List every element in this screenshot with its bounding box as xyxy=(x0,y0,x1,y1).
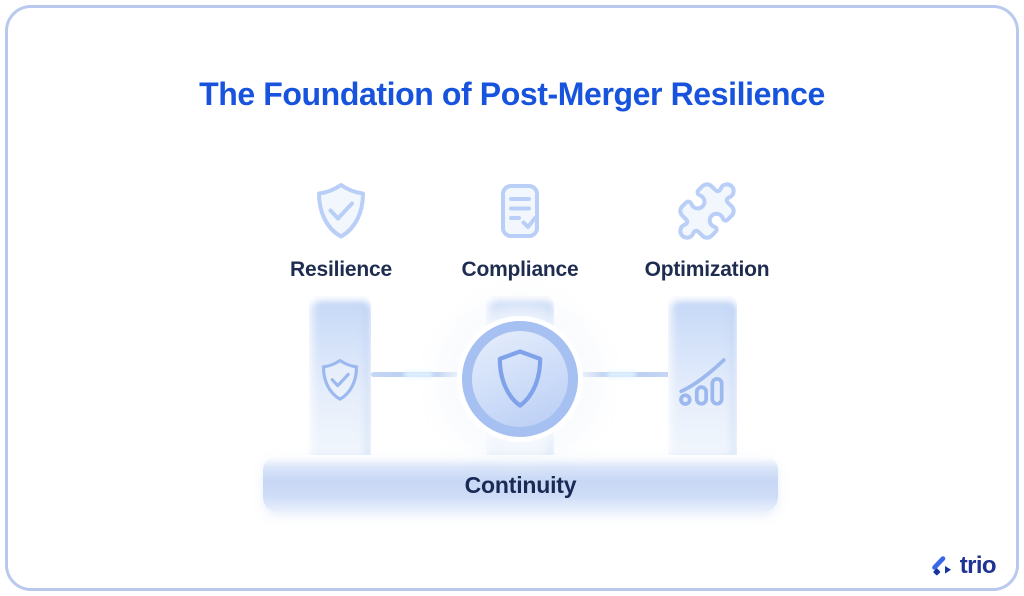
brand-wordmark: trio xyxy=(959,552,997,579)
foundation-label: Continuity xyxy=(464,472,577,498)
feature-column-resilience: Resilience xyxy=(236,176,446,282)
feature-label-resilience: Resilience xyxy=(290,258,392,281)
shield-check-icon xyxy=(309,176,373,246)
document-check-icon xyxy=(488,176,552,246)
puzzle-icon xyxy=(675,176,739,246)
pillar-resilience xyxy=(309,296,371,458)
brand-logo: trio xyxy=(930,552,997,580)
foundation-base: Continuity xyxy=(263,455,778,512)
central-shield-emblem xyxy=(462,321,578,437)
feature-label-compliance: Compliance xyxy=(461,258,579,281)
connector-line-right xyxy=(573,372,670,377)
connector-line-left xyxy=(371,372,466,377)
shield-check-icon xyxy=(316,356,364,404)
trio-logomark-icon xyxy=(930,554,953,579)
shield-icon xyxy=(497,349,543,408)
growth-chart-icon xyxy=(676,356,730,410)
feature-column-compliance: Compliance xyxy=(415,176,625,282)
feature-label-optimization: Optimization xyxy=(644,258,770,281)
page-title: The Foundation of Post-Merger Resilience xyxy=(199,76,825,112)
feature-column-optimization: Optimization xyxy=(602,176,812,282)
